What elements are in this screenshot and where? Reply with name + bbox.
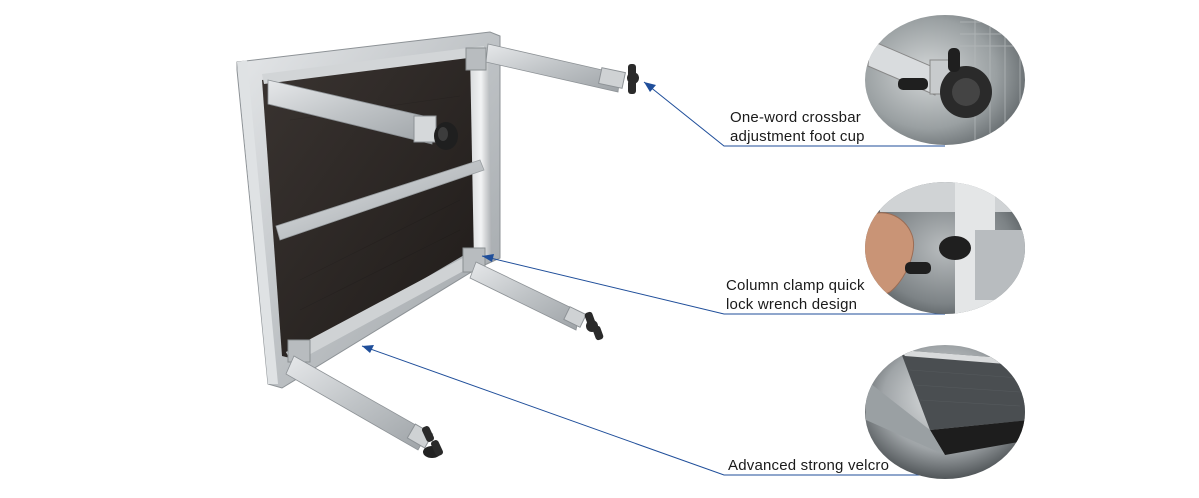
callout-clamp-line-2: lock wrench design bbox=[726, 296, 858, 313]
stage-platform bbox=[236, 31, 639, 458]
platform-left-edge bbox=[237, 60, 278, 384]
platform-inner-rail-bottom bbox=[286, 252, 480, 364]
callout-velcro: Advanced strong velcro bbox=[728, 456, 889, 475]
callout-foot-cup: One-word crossbar adjustment foot cup bbox=[730, 108, 865, 146]
leg-bottom-left bbox=[285, 355, 444, 458]
arrowhead-icon bbox=[644, 82, 656, 92]
corner-bracket-top-right bbox=[465, 47, 487, 71]
callout-clamp-line-1: Column clamp quick bbox=[726, 277, 865, 294]
leveling-foot-icon bbox=[584, 311, 604, 341]
leg-top-right bbox=[485, 43, 639, 94]
platform-inner-rail-right bbox=[470, 48, 492, 262]
leader-arrowheads bbox=[362, 82, 656, 353]
leader-line-clamp bbox=[481, 255, 945, 315]
leveling-foot-icon bbox=[627, 64, 639, 94]
callout-clamp: Column clamp quick lock wrench design bbox=[726, 276, 865, 314]
callout-foot-cup-line-1: One-word crossbar bbox=[730, 109, 861, 126]
arrowhead-icon bbox=[362, 345, 374, 353]
leader-line-foot-cup bbox=[643, 81, 945, 147]
detail-bubble-clamp bbox=[865, 182, 1025, 314]
leveling-foot-icon bbox=[421, 426, 444, 458]
arrowhead-icon bbox=[482, 254, 494, 262]
leg-bottom-right bbox=[469, 261, 604, 341]
callout-foot-cup-line-2: adjustment foot cup bbox=[730, 128, 865, 145]
detail-bubble-foot-cup bbox=[865, 15, 1025, 145]
detail-bubble-velcro bbox=[865, 345, 1025, 479]
platform-middle-crossbar bbox=[275, 159, 485, 241]
leg-upper-inner bbox=[267, 79, 458, 150]
platform-inner-rail-top bbox=[262, 46, 484, 84]
foot-cup-icon bbox=[434, 122, 458, 150]
callout-velcro-line-1: Advanced strong velcro bbox=[728, 457, 890, 474]
leader-line-velcro bbox=[361, 345, 945, 476]
leader-lines bbox=[361, 81, 945, 476]
